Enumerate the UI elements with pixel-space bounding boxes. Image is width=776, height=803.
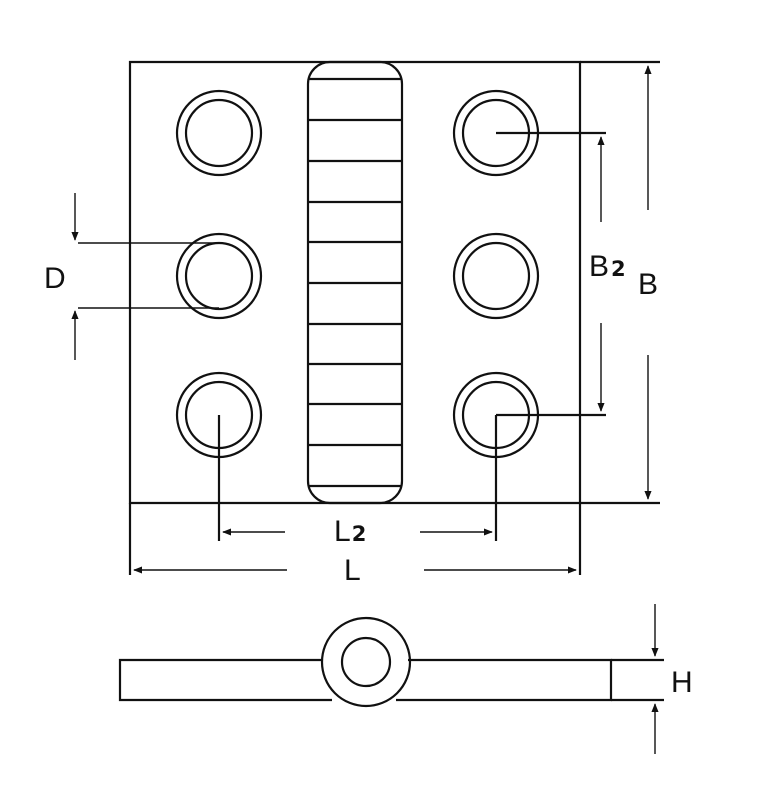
label-l2-main: L <box>334 515 351 548</box>
label-b2-subscript: 2 <box>611 257 626 281</box>
knuckle-ribs <box>308 77 402 488</box>
label-b: B <box>638 268 658 301</box>
label-l: L <box>344 554 361 587</box>
label-h: H <box>671 666 693 699</box>
dimension-b2: B2 <box>496 131 626 417</box>
knuckle-pin-circle <box>340 636 392 688</box>
side-plate-outline <box>396 658 613 702</box>
hole-left-top <box>175 89 263 177</box>
label-l2-subscript: 2 <box>352 522 367 546</box>
side-plate-outline <box>118 658 332 702</box>
label-b2: B2 <box>589 250 626 283</box>
dimension-h: H <box>611 604 693 754</box>
hinge-top-view <box>128 60 582 505</box>
dimension-l: L <box>128 503 582 587</box>
label-l2: L2 <box>334 515 366 548</box>
dimension-l2: L2 <box>217 415 498 548</box>
hinge-side-view <box>118 616 613 708</box>
dimension-d: D <box>44 193 219 360</box>
label-d: D <box>44 262 66 295</box>
hole-right-middle <box>452 232 540 320</box>
label-b2-main: B <box>589 250 609 283</box>
hole-left-middle <box>175 232 263 320</box>
dimension-b: B <box>580 60 660 505</box>
mounting-holes <box>175 89 540 459</box>
knuckle-outer-circle <box>320 616 412 708</box>
